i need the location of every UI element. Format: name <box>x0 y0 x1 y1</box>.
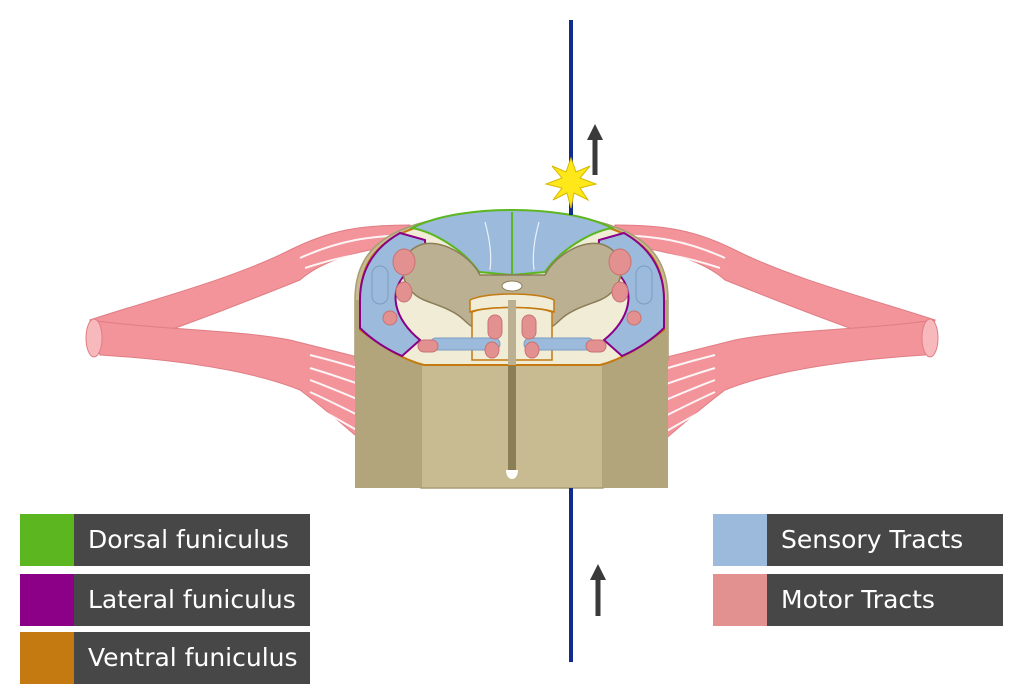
legend-item-lateral: Lateral funiculus <box>20 574 310 626</box>
legend-label: Sensory Tracts <box>767 514 1003 566</box>
legend-label: Dorsal funiculus <box>74 514 310 566</box>
cross-section <box>359 208 665 366</box>
lateral-swatch <box>20 574 74 626</box>
legend-label: Lateral funiculus <box>74 574 310 626</box>
legend-item-sensory: Sensory Tracts <box>713 514 1003 566</box>
upward-arrow-icon <box>587 124 603 175</box>
upward-arrow-icon-lower <box>590 564 606 616</box>
ventral-swatch <box>20 632 74 684</box>
legend-item-motor: Motor Tracts <box>713 574 1003 626</box>
legend-item-ventral: Ventral funiculus <box>20 632 310 684</box>
dorsal-swatch <box>20 514 74 566</box>
sensory-swatch <box>713 514 767 566</box>
motor-swatch <box>713 574 767 626</box>
legend-label: Ventral funiculus <box>74 632 310 684</box>
spark-icon <box>544 156 598 209</box>
legend-label: Motor Tracts <box>767 574 1003 626</box>
legend-item-dorsal: Dorsal funiculus <box>20 514 310 566</box>
